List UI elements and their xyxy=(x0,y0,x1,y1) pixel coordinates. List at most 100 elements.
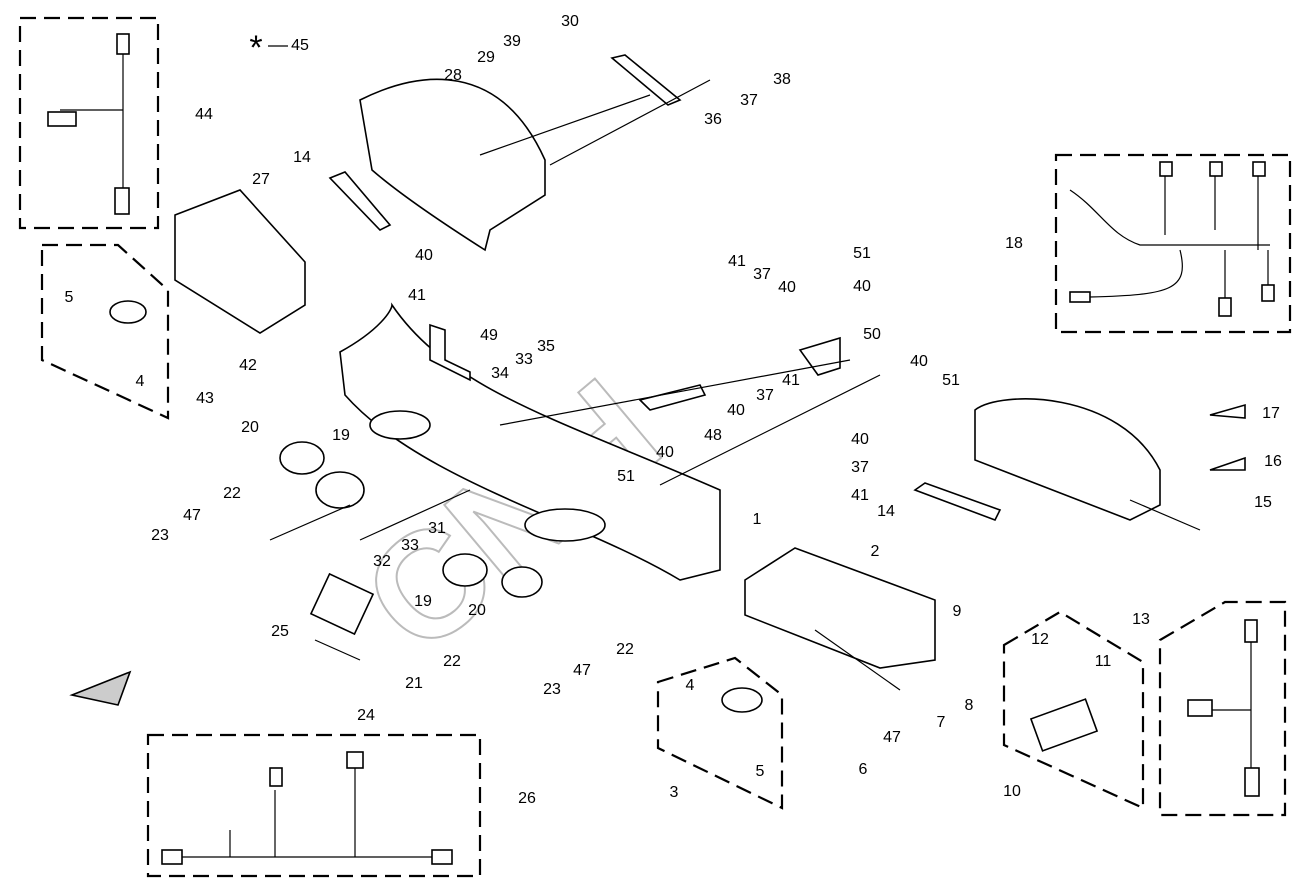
lamp-20b xyxy=(501,566,543,598)
part-label: 40 xyxy=(910,353,928,370)
group-box-18 xyxy=(1054,153,1292,334)
harness-13 xyxy=(1187,619,1260,797)
part-label: 5 xyxy=(756,763,765,780)
part-label: 37 xyxy=(756,387,774,404)
part-label: 38 xyxy=(773,71,791,88)
part-label: 15 xyxy=(1254,494,1272,511)
part-label: 4 xyxy=(686,677,695,694)
group-box-10 xyxy=(1002,610,1145,810)
part-label: 40 xyxy=(727,402,745,419)
plate-36 xyxy=(610,54,682,106)
bracket-50 xyxy=(798,336,841,376)
part-label: 41 xyxy=(408,287,426,304)
bracket-14-right xyxy=(913,482,1002,522)
part-label: 40 xyxy=(778,279,796,296)
part-label: 8 xyxy=(965,697,974,714)
part-label: 40 xyxy=(851,431,869,448)
lamp-19b xyxy=(442,553,488,587)
group-box-26 xyxy=(146,733,482,878)
part-label: 26 xyxy=(518,790,536,807)
part-label: 48 xyxy=(704,427,722,444)
part-label: 33 xyxy=(515,351,533,368)
part-label: 41 xyxy=(728,253,746,270)
part-label: 47 xyxy=(883,729,901,746)
part-label: 27 xyxy=(252,171,270,188)
part-label: 10 xyxy=(1003,783,1021,800)
part-label: 11 xyxy=(1095,653,1112,670)
part-label: 31 xyxy=(428,520,446,537)
bracket-14-left xyxy=(328,171,392,231)
star-symbol: * xyxy=(249,29,262,67)
part-label: 16 xyxy=(1264,453,1282,470)
part-label: 14 xyxy=(293,149,311,166)
part-label: 23 xyxy=(543,681,561,698)
part-label: 33 xyxy=(401,537,419,554)
part-label: 36 xyxy=(704,111,722,128)
part-label: 30 xyxy=(561,13,579,30)
part-label: 20 xyxy=(468,602,486,619)
part-label: 28 xyxy=(444,67,462,84)
part-label: 43 xyxy=(196,390,214,407)
part-label: 21 xyxy=(405,675,423,692)
part-label: 45 xyxy=(291,37,309,54)
part-label: 51 xyxy=(942,372,960,389)
group-box-3 xyxy=(656,656,784,810)
part-label: 7 xyxy=(937,714,946,731)
part-label: 51 xyxy=(853,245,871,262)
part-label: 14 xyxy=(877,503,895,520)
bracket-49 xyxy=(429,323,471,382)
part-label: 22 xyxy=(616,641,634,658)
bracket-48 xyxy=(638,384,707,411)
part-label: 40 xyxy=(656,444,674,461)
part-label: 22 xyxy=(443,653,461,670)
part-label: 20 xyxy=(241,419,259,436)
part-label: 51 xyxy=(617,468,635,485)
part-label: 32 xyxy=(373,553,391,570)
part-label: 42 xyxy=(239,357,257,374)
part-label: 13 xyxy=(1132,611,1150,628)
part-label: 12 xyxy=(1031,631,1049,648)
part-label: 17 xyxy=(1262,405,1280,422)
part-label: 34 xyxy=(491,365,509,382)
part-label: 29 xyxy=(477,49,495,66)
cover-25 xyxy=(309,572,375,636)
part-label: 19 xyxy=(332,427,350,444)
part-label: 39 xyxy=(503,33,521,50)
part-label: 1 xyxy=(753,511,762,528)
part-label: 4 xyxy=(136,373,145,390)
part-label: 5 xyxy=(65,289,74,306)
lamp-19 xyxy=(315,471,365,509)
group-box-44 xyxy=(18,16,160,230)
bumper-1 xyxy=(339,302,721,581)
cab-panel xyxy=(359,78,546,252)
part-label: 2 xyxy=(871,543,880,560)
lamp-42 xyxy=(174,189,306,334)
part-label: 40 xyxy=(853,278,871,295)
part-label: 47 xyxy=(183,507,201,524)
part-label: 35 xyxy=(537,338,555,355)
lamp-20 xyxy=(279,441,325,475)
part-label: 23 xyxy=(151,527,169,544)
part-label: 37 xyxy=(851,459,869,476)
part-label: 41 xyxy=(851,487,869,504)
part-label: 50 xyxy=(863,326,881,343)
part-label: 18 xyxy=(1005,235,1023,252)
part-label: 6 xyxy=(859,761,868,778)
part-label: 19 xyxy=(414,593,432,610)
group-box-13 xyxy=(1158,600,1287,817)
part-label: 37 xyxy=(753,266,771,283)
harness-18 xyxy=(1069,161,1275,317)
fuse-box-10 xyxy=(1029,698,1099,752)
part-label: 9 xyxy=(953,603,962,620)
group-box-43 xyxy=(40,243,170,420)
part-label: 3 xyxy=(670,784,679,801)
lamp-2 xyxy=(744,547,936,669)
part-label: 37 xyxy=(740,92,758,109)
part-label: 25 xyxy=(271,623,289,640)
part-label: 47 xyxy=(573,662,591,679)
part-label: 41 xyxy=(782,372,800,389)
part-label: 40 xyxy=(415,247,433,264)
harness-44 xyxy=(47,33,130,215)
